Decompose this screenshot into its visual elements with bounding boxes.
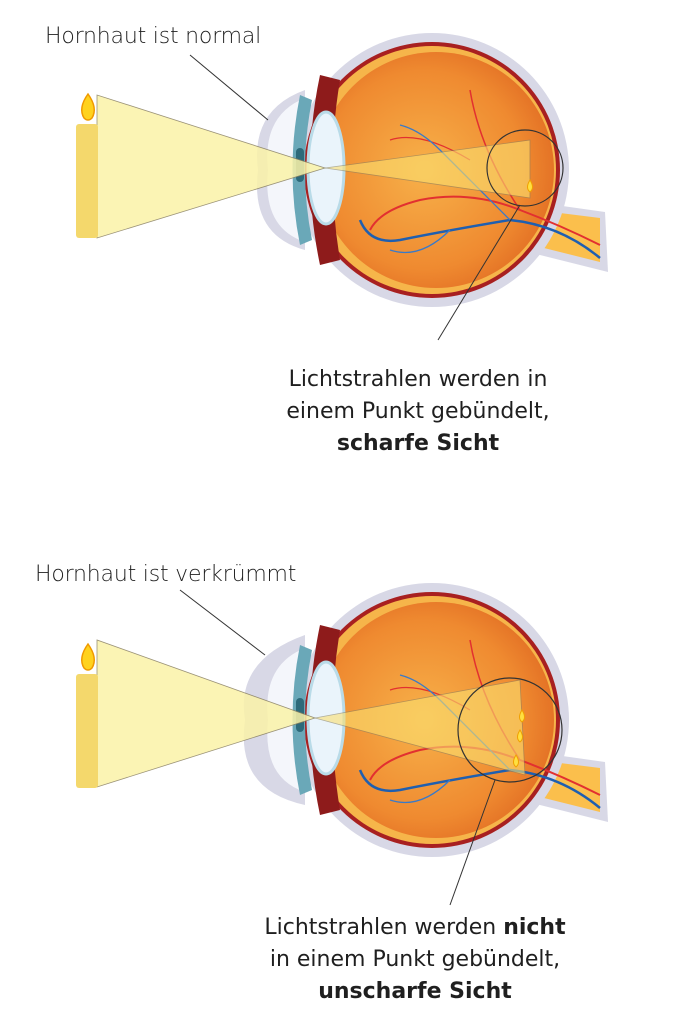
caption-emphasis: nicht	[503, 915, 566, 940]
light-beam-focused	[314, 679, 526, 776]
label-cornea-normal: Hornhaut ist normal	[45, 24, 262, 49]
pointer-line-cornea-top	[189, 54, 269, 121]
pointer-line-retina-bottom	[449, 779, 496, 906]
light-beam-focused	[324, 139, 531, 199]
caption-line: einem Punkt gebündelt,	[286, 399, 550, 424]
focal-point-icon	[513, 754, 519, 768]
focus-highlight-circle	[486, 129, 564, 207]
focal-point-icon	[517, 729, 523, 743]
caption-sharp-vision: Lichtstrahlen werden in einem Punkt gebü…	[258, 364, 578, 460]
eye-illustration-normal	[76, 33, 608, 307]
caption-line: in einem Punkt gebündelt,	[269, 947, 561, 972]
caption-line: Lichtstrahlen werden	[264, 915, 504, 940]
candle	[76, 124, 98, 238]
label-cornea-curved: Hornhaut ist verkrümmt	[35, 562, 297, 587]
focal-point-icon	[519, 709, 525, 723]
pointer-line-cornea-bottom	[179, 589, 266, 656]
candle	[76, 674, 98, 788]
eye-illustration-astigmatism	[76, 583, 608, 857]
focus-highlight-circle	[457, 677, 563, 783]
caption-emphasis: unscharfe Sicht	[318, 979, 512, 1004]
caption-line: Lichtstrahlen werden in	[288, 367, 548, 392]
caption-blurred-vision: Lichtstrahlen werden nicht in einem Punk…	[240, 912, 590, 1008]
pointer-line-retina-top	[437, 204, 521, 341]
candle-flame	[81, 642, 95, 671]
caption-emphasis: scharfe Sicht	[336, 431, 500, 456]
candle-flame	[81, 92, 95, 121]
focal-point-icon	[527, 179, 533, 193]
